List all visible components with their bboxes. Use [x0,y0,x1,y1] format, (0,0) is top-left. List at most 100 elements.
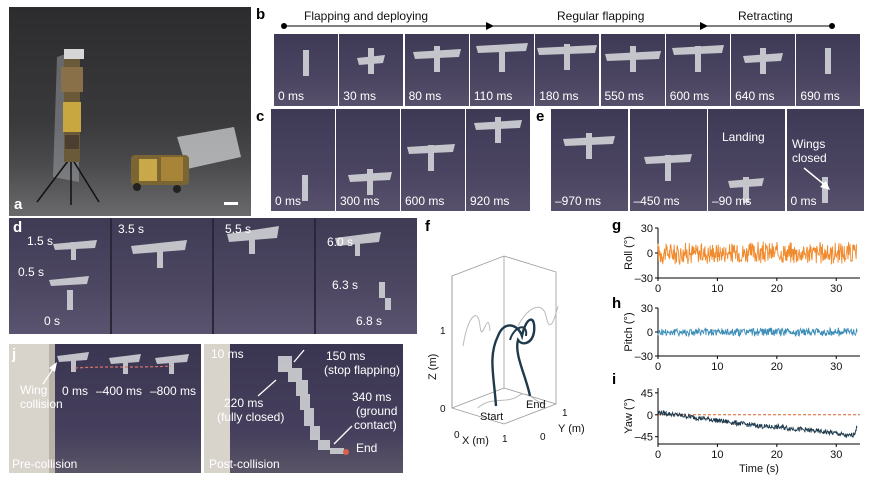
panel-letter-g: g [612,217,622,234]
series-line [657,326,858,338]
panel-e-frame-label: –970 ms [555,194,602,208]
phase-label-deploying: Flapping and deploying [302,9,431,23]
panel-e-frame-label: –90 ms [712,194,752,208]
panel-e-frame [629,109,707,211]
landing-label: Landing [722,130,765,144]
panel-c-frame-label: 920 ms [470,194,510,208]
panel-b-frame-label: 80 ms [408,89,442,103]
x-tick-label: 20 [771,361,783,373]
panel-letter-b: b [256,6,266,23]
trajectory-end-label: End [526,399,546,411]
panel-letter-c: c [256,108,265,125]
panel-letter-d: d [13,219,23,236]
d-label-0-5s: 0.5 s [18,265,45,279]
y-tick-label: 30 [641,303,653,315]
phase-label-retracting: Retracting [736,9,795,23]
wing-collision-label-2: collision [20,397,63,411]
panel-e-frame-label: 0 ms [790,194,817,208]
y-tick-label: –30 [635,273,653,285]
panel-c-frame-label: 300 ms [340,194,380,208]
x-tick-label: 10 [711,361,723,373]
x-tick-1: 1 [502,434,508,445]
panel-j-pre-collision-photo [9,344,201,473]
d-label-5-5s: 5.5 s [225,222,252,236]
panel-e-frame [786,109,864,211]
post-collision-label: Post-collision [209,457,280,471]
y-tick-label: 0 [647,410,653,422]
robot-standing-illustration [36,49,241,205]
panel-b-frame-label: 0 ms [278,89,305,103]
panel-b-frame [404,34,469,106]
j-label-220ms-2: (fully closed) [217,410,285,424]
j-label-end: End [356,441,378,455]
panel-b-timeline [281,22,835,30]
x-tick-label: 20 [771,449,783,461]
panel-b-frame [469,34,534,106]
panel-letter-f: f [425,218,430,235]
panel-letter-j: j [12,346,17,363]
wing-collision-label-1: Wing [20,383,48,397]
panel-c-frame [401,109,465,211]
series-line [657,410,858,439]
y-tick-label: 30 [641,223,653,235]
panel-b-frame-label: 640 ms [735,89,775,103]
panel-e-frame [551,109,628,211]
x-tick-label: 30 [830,361,842,373]
panel-letter-h: h [612,295,622,312]
j-label-neg800ms: –800 ms [150,384,197,398]
y-axis-label: Pitch (°) [623,312,635,351]
panel-b-frame [339,34,404,106]
wings-closed-label-2: closed [792,151,827,165]
j-label-340ms-1: 340 ms [352,390,392,404]
x-tick-label: 10 [711,283,723,295]
panel-b-frame [731,34,796,106]
y-axis-label: Y (m) [558,423,585,435]
j-label-neg400ms: –400 ms [96,384,143,398]
y-axis-label: Yaw (°) [623,398,635,433]
y-tick-label: –45 [635,432,653,444]
z-axis-label: Z (m) [427,354,439,380]
panel-e-frame [708,109,785,211]
x-tick-label: 0 [655,361,661,373]
y-tick-label: 0 [647,327,653,339]
panel-c-frame [271,109,335,211]
panel-b-frame [535,34,600,106]
x-tick-0: 0 [454,430,460,441]
panel-b-frame-label: 110 ms [473,89,513,103]
d-label-6-3s: 6.3 s [332,278,359,292]
y-tick-label: 45 [641,388,653,400]
series-line [657,241,858,265]
z-tick-0: 0 [440,404,446,415]
x-tick-label: 20 [771,283,783,295]
y-axis-label: Roll (°) [623,236,635,270]
panel-a-photo [9,7,251,216]
d-label-3-5s: 3.5 s [118,222,145,236]
wings-closed-label-1: Wings [792,137,826,151]
panel-b-frame [796,34,861,106]
x-tick-label: 30 [830,283,842,295]
x-tick-label: 10 [711,449,723,461]
wings-closed-arrow [803,167,830,190]
panel-b-frame-label: 550 ms [604,89,644,103]
pre-collision-label: Pre-collision [12,457,78,471]
j-label-150ms-1: 150 ms [326,349,366,363]
d-label-6-0s: 6.0 s [327,235,354,249]
y-tick-label: 0 [647,248,653,260]
j-label-150ms-2: (stop flapping) [324,363,401,377]
j-label-10ms: 10 ms [211,347,244,361]
panel-b-frame [665,34,730,106]
panel-j-post-collision-photo [204,344,403,473]
j-label-340ms-3: contact) [354,418,397,432]
d-label-0s: 0 s [44,314,61,328]
j-label-220ms-1: 220 ms [224,396,264,410]
panel-b-frame-label: 600 ms [669,89,710,103]
z-tick-1: 1 [440,326,446,337]
phase-label-regular: Regular flapping [555,9,647,23]
panel-b-frame-label: 690 ms [800,89,840,103]
y-tick-1: 1 [562,408,568,419]
panel-e-frame-label: –450 ms [633,194,680,208]
panel-letter-i: i [612,371,617,388]
x-axis-label: X (m) [462,435,489,447]
panel-c-frame-label: 600 ms [405,194,445,208]
